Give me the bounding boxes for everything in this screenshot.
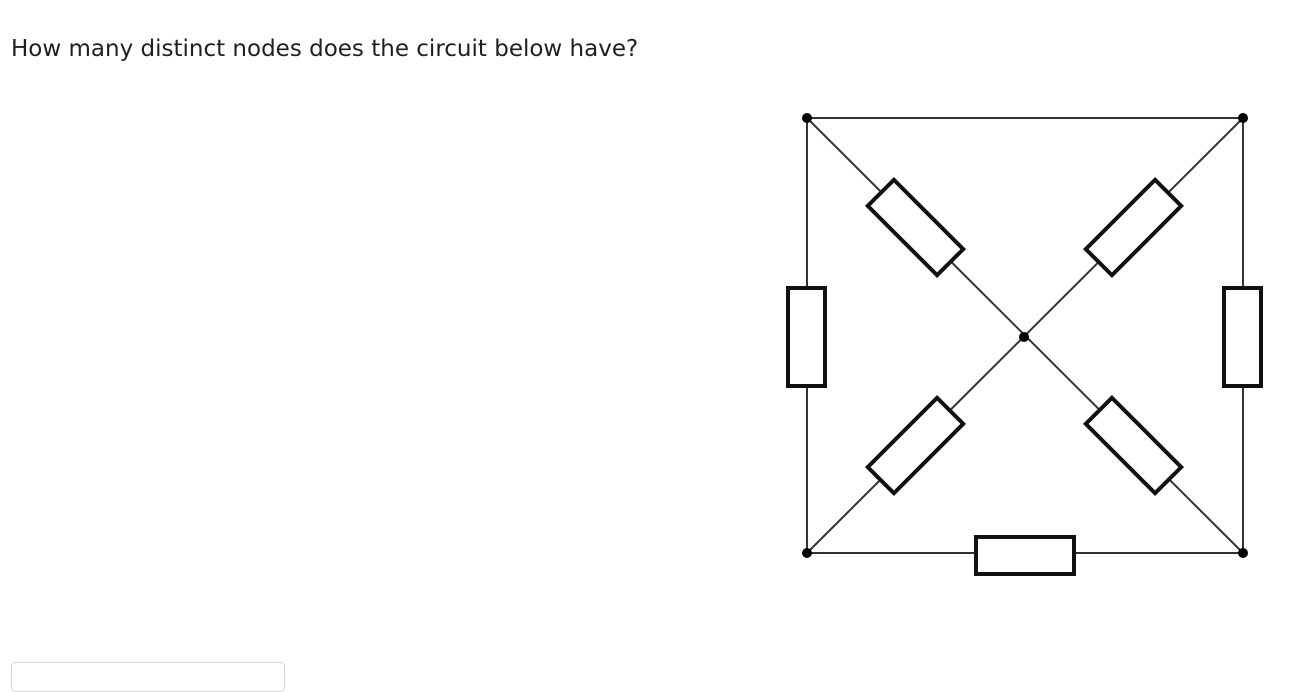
answer-input[interactable]	[11, 662, 285, 692]
junction-bottom-left	[802, 548, 812, 558]
junction-center	[1019, 332, 1029, 342]
resistor-diagonal-top-right	[1082, 176, 1185, 279]
question-text: How many distinct nodes does the circuit…	[11, 36, 639, 62]
resistor-bottom	[974, 535, 1076, 576]
resistor-left	[786, 286, 827, 388]
resistor-diagonal-bottom-left	[864, 394, 967, 497]
junction-top-left	[802, 113, 812, 123]
circuit-diagram	[786, 113, 1263, 576]
resistor-diagonal-bottom-right	[1082, 394, 1185, 497]
resistor-right	[1222, 286, 1263, 388]
junction-top-right	[1238, 113, 1248, 123]
resistor-diagonal-top-left	[864, 176, 967, 279]
junction-bottom-right	[1238, 548, 1248, 558]
